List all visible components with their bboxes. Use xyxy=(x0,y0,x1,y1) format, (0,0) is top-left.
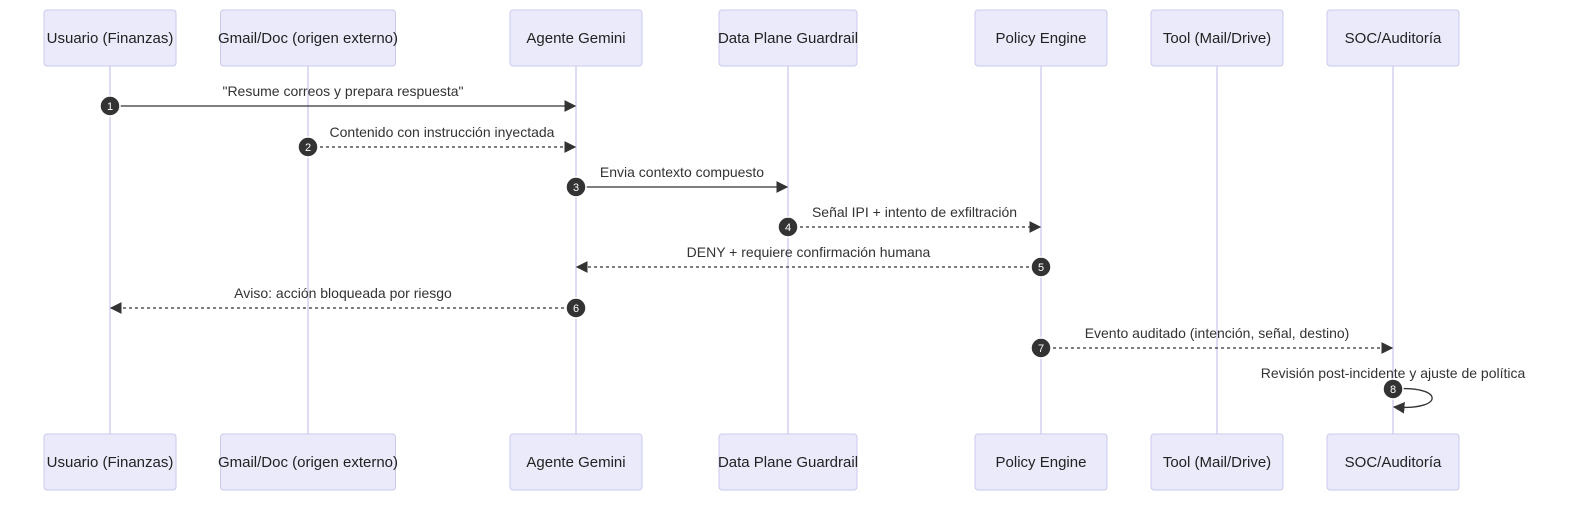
participant-label: Agente Gemini xyxy=(526,454,625,471)
participant-label: Tool (Mail/Drive) xyxy=(1163,454,1271,471)
participant-label: Usuario (Finanzas) xyxy=(47,30,174,47)
participant-bottom-data-plane-guardrail: Data Plane Guardrail xyxy=(718,433,858,491)
message-label: "Resume correos y prepara respuesta" xyxy=(222,83,463,99)
participant-box xyxy=(1150,433,1284,491)
message-4: Señal IPI + intento de exfiltración 4 xyxy=(777,204,1042,238)
participant-box xyxy=(1150,9,1284,67)
message-label: Revisión post-incidente y ajuste de polí… xyxy=(1261,365,1526,381)
participant-label: Gmail/Doc (origen externo) xyxy=(218,454,398,471)
sequence-number: 2 xyxy=(305,142,311,154)
sequence-number: 5 xyxy=(1038,262,1044,274)
message-6: Aviso: acción bloqueada por riesgo 6 xyxy=(109,285,587,319)
participant-bottom-usuario-finanzas: Usuario (Finanzas) xyxy=(43,433,177,491)
participant-top-usuario-finanzas: Usuario (Finanzas) xyxy=(43,9,177,67)
participant-label: Gmail/Doc (origen externo) xyxy=(218,30,398,47)
participant-box xyxy=(43,9,177,67)
participant-top-gmail-doc-origen-externo: Gmail/Doc (origen externo) xyxy=(218,9,398,67)
participant-top-agente-gemini: Agente Gemini xyxy=(509,9,643,67)
sequence-number: 7 xyxy=(1038,343,1044,355)
message-label: Envia contexto compuesto xyxy=(600,164,764,180)
message-label: DENY + requiere confirmación humana xyxy=(687,244,931,260)
sequence-number-badge xyxy=(1382,378,1404,400)
self-message-arrow xyxy=(1392,387,1433,414)
sequence-number-badge xyxy=(777,216,799,238)
participant-label: Data Plane Guardrail xyxy=(718,454,858,471)
participant-label: Policy Engine xyxy=(996,30,1087,47)
sequence-number-badge xyxy=(1030,256,1052,278)
participant-box xyxy=(220,9,396,67)
participant-label: Policy Engine xyxy=(996,454,1087,471)
participant-box xyxy=(43,433,177,491)
message-label: Señal IPI + intento de exfiltración xyxy=(812,204,1017,220)
participant-bottom-tool-mail-drive: Tool (Mail/Drive) xyxy=(1150,433,1284,491)
sequence-number: 1 xyxy=(107,101,113,113)
participant-box xyxy=(718,9,858,67)
participant-box xyxy=(509,433,643,491)
participant-top-tool-mail-drive: Tool (Mail/Drive) xyxy=(1150,9,1284,67)
message-label: Contenido con instrucción inyectada xyxy=(330,124,555,140)
sequence-number-badge xyxy=(1030,337,1052,359)
participant-top-policy-engine: Policy Engine xyxy=(974,9,1108,67)
participant-box xyxy=(974,9,1108,67)
participant-box xyxy=(509,9,643,67)
message-1: "Resume correos y prepara respuesta" 1 xyxy=(99,83,577,117)
participant-label: Agente Gemini xyxy=(526,30,625,47)
sequence-number-badge xyxy=(297,136,319,158)
participant-bottom-policy-engine: Policy Engine xyxy=(974,433,1108,491)
sequence-number-badge xyxy=(565,176,587,198)
participant-top-data-plane-guardrail: Data Plane Guardrail xyxy=(718,9,858,67)
participant-label: Usuario (Finanzas) xyxy=(47,454,174,471)
message-7: Evento auditado (intención, señal, desti… xyxy=(1030,325,1394,359)
participant-top-soc-auditoria: SOC/Auditoría xyxy=(1326,9,1460,67)
message-8: Revisión post-incidente y ajuste de polí… xyxy=(1261,365,1526,414)
participant-box xyxy=(220,433,396,491)
sequence-number: 4 xyxy=(785,222,791,234)
participant-box xyxy=(1326,433,1460,491)
participant-box xyxy=(1326,9,1460,67)
participant-label: SOC/Auditoría xyxy=(1345,30,1442,47)
sequence-number-badge xyxy=(565,297,587,319)
participant-label: SOC/Auditoría xyxy=(1345,454,1442,471)
participant-box xyxy=(718,433,858,491)
participant-bottom-gmail-doc-origen-externo: Gmail/Doc (origen externo) xyxy=(218,433,398,491)
sequence-number-badge xyxy=(99,95,121,117)
message-label: Aviso: acción bloqueada por riesgo xyxy=(234,285,452,301)
message-3: Envia contexto compuesto 3 xyxy=(565,164,789,198)
participant-label: Tool (Mail/Drive) xyxy=(1163,30,1271,47)
message-2: Contenido con instrucción inyectada 2 xyxy=(297,124,577,158)
participant-box xyxy=(974,433,1108,491)
participant-bottom-soc-auditoria: SOC/Auditoría xyxy=(1326,433,1460,491)
message-label: Evento auditado (intención, señal, desti… xyxy=(1085,325,1350,341)
participant-bottom-agente-gemini: Agente Gemini xyxy=(509,433,643,491)
sequence-number: 3 xyxy=(573,182,579,194)
sequence-number: 8 xyxy=(1390,384,1396,396)
sequence-number: 6 xyxy=(573,303,579,315)
participant-label: Data Plane Guardrail xyxy=(718,30,858,47)
message-5: DENY + requiere confirmación humana 5 xyxy=(575,244,1052,278)
